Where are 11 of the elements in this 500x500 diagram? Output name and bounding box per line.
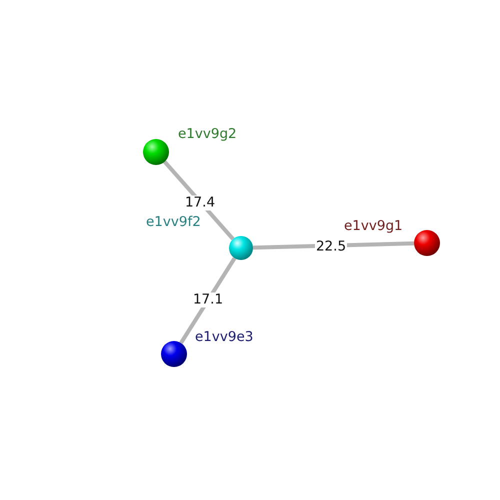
sphere-node [143,139,169,165]
connector-line [179,257,236,344]
edge-label: 17.1 [192,292,224,308]
node-label: e1vv9g2 [178,126,237,142]
node-label: e1vv9f2 [146,214,201,230]
sphere-node [414,230,440,256]
sphere-node [229,236,253,260]
node-label: e1vv9e3 [195,329,254,345]
edge-label: 17.4 [184,196,216,210]
sphere-node [161,341,187,367]
node-label: e1vv9g1 [344,218,403,234]
